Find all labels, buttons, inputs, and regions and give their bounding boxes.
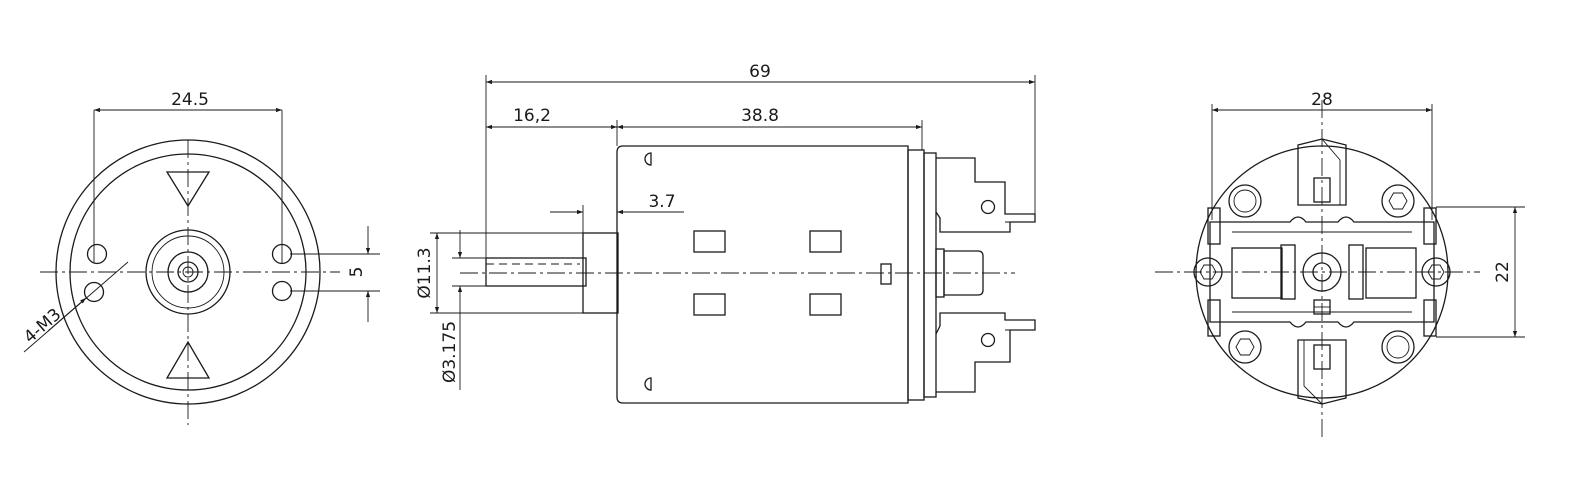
rear-terminal-top-bend: [1321, 138, 1341, 205]
rear-terminal-top: [1297, 138, 1347, 206]
rear-width-label: 28: [1311, 90, 1333, 110]
side-terminal-bottom: [935, 312, 1036, 393]
front-mount-hole-1: [86, 243, 108, 265]
rear-bearing: [1302, 252, 1342, 292]
front-vent-bottom: [165, 340, 211, 379]
front-hole-leader-arrow: [47, 297, 87, 332]
rear-hex-bottom-left: [1235, 338, 1255, 356]
front-width-label: 24.5: [171, 90, 209, 110]
side-terminal-top-hole: [980, 199, 996, 215]
side-view: 69 16,2 38.8 3.7 Ø11.3 Ø3.175: [415, 62, 1036, 404]
rear-shaft: [1312, 262, 1332, 282]
side-shaft-dia-label: Ø3.175: [440, 321, 460, 383]
side-vent-2: [809, 230, 842, 253]
rear-spring-left: [1280, 244, 1296, 300]
rear-brush-left: [1231, 247, 1283, 299]
rear-ear-bottom-right: [1423, 299, 1437, 337]
rear-hex-top-right: [1388, 192, 1408, 210]
rear-ear-top-right: [1423, 207, 1437, 245]
front-shaft-center: [182, 266, 194, 278]
front-vent-top: [165, 171, 211, 208]
side-shaft: [485, 257, 587, 287]
rear-outer-circle: [1195, 145, 1449, 399]
side-terminal-top: [935, 157, 1036, 233]
rear-view: 28 22: [1155, 90, 1525, 440]
side-vent-4: [809, 293, 842, 316]
rear-terminal-top-slot: [1313, 177, 1331, 203]
side-vent-3: [693, 293, 726, 316]
rear-hole-top-right: [1381, 184, 1415, 218]
rear-hole-bottom-right-inner: [1386, 335, 1410, 359]
front-view: 24.5 5 4-M3: [20, 90, 380, 425]
side-mark-top: [644, 152, 652, 166]
rear-terminal-bottom-bend: [1303, 340, 1323, 405]
side-boss-dia-label: Ø11.3: [415, 247, 435, 298]
rear-ear-top-left: [1207, 207, 1221, 245]
rear-hole-top-left-inner: [1233, 189, 1257, 213]
side-endcap-rim: [923, 152, 937, 398]
front-boss-outer: [145, 229, 231, 315]
side-boss-length-label: 3.7: [648, 192, 675, 212]
rear-brush-right: [1365, 247, 1417, 299]
side-overall-label: 69: [749, 62, 771, 82]
rear-terminal-bottom-slot: [1313, 344, 1331, 370]
side-body-length-label: 38.8: [741, 106, 779, 126]
rear-side-hex-right: [1427, 264, 1445, 280]
rear-side-hole-left: [1193, 257, 1223, 287]
rear-side-hex-left: [1199, 264, 1217, 280]
rear-ear-bottom-left: [1207, 299, 1221, 337]
front-inner-circle: [69, 153, 307, 391]
rear-terminal-bottom: [1297, 339, 1347, 405]
rear-hole-top-left-outer: [1228, 184, 1262, 218]
side-center-slot: [880, 263, 892, 285]
front-hole-label: 4-M3: [20, 305, 65, 348]
side-vent-1: [693, 230, 726, 253]
rear-height-label: 22: [1493, 261, 1513, 283]
front-bearing: [167, 251, 209, 293]
side-terminal-bottom-hole: [980, 332, 996, 348]
front-outer-circle: [55, 139, 321, 405]
front-boss-inner: [151, 235, 225, 309]
side-mark-bottom: [644, 377, 652, 391]
rear-brush-plate: [1209, 216, 1435, 328]
front-mount-hole-2: [83, 281, 105, 303]
rear-spring-right: [1348, 244, 1364, 300]
front-shaft: [177, 261, 199, 283]
front-spacing-label: 5: [347, 267, 367, 278]
rear-side-hole-right: [1421, 257, 1451, 287]
side-rear-boss: [943, 250, 984, 296]
front-mount-hole-4: [271, 280, 293, 302]
side-boss: [582, 232, 619, 314]
side-endcap-flange: [907, 149, 925, 401]
rear-hole-bottom-right-outer: [1381, 330, 1415, 364]
side-can-body: [616, 145, 909, 404]
side-shaft-length-label: 16,2: [513, 106, 551, 126]
rear-hole-bottom-left: [1228, 330, 1262, 364]
